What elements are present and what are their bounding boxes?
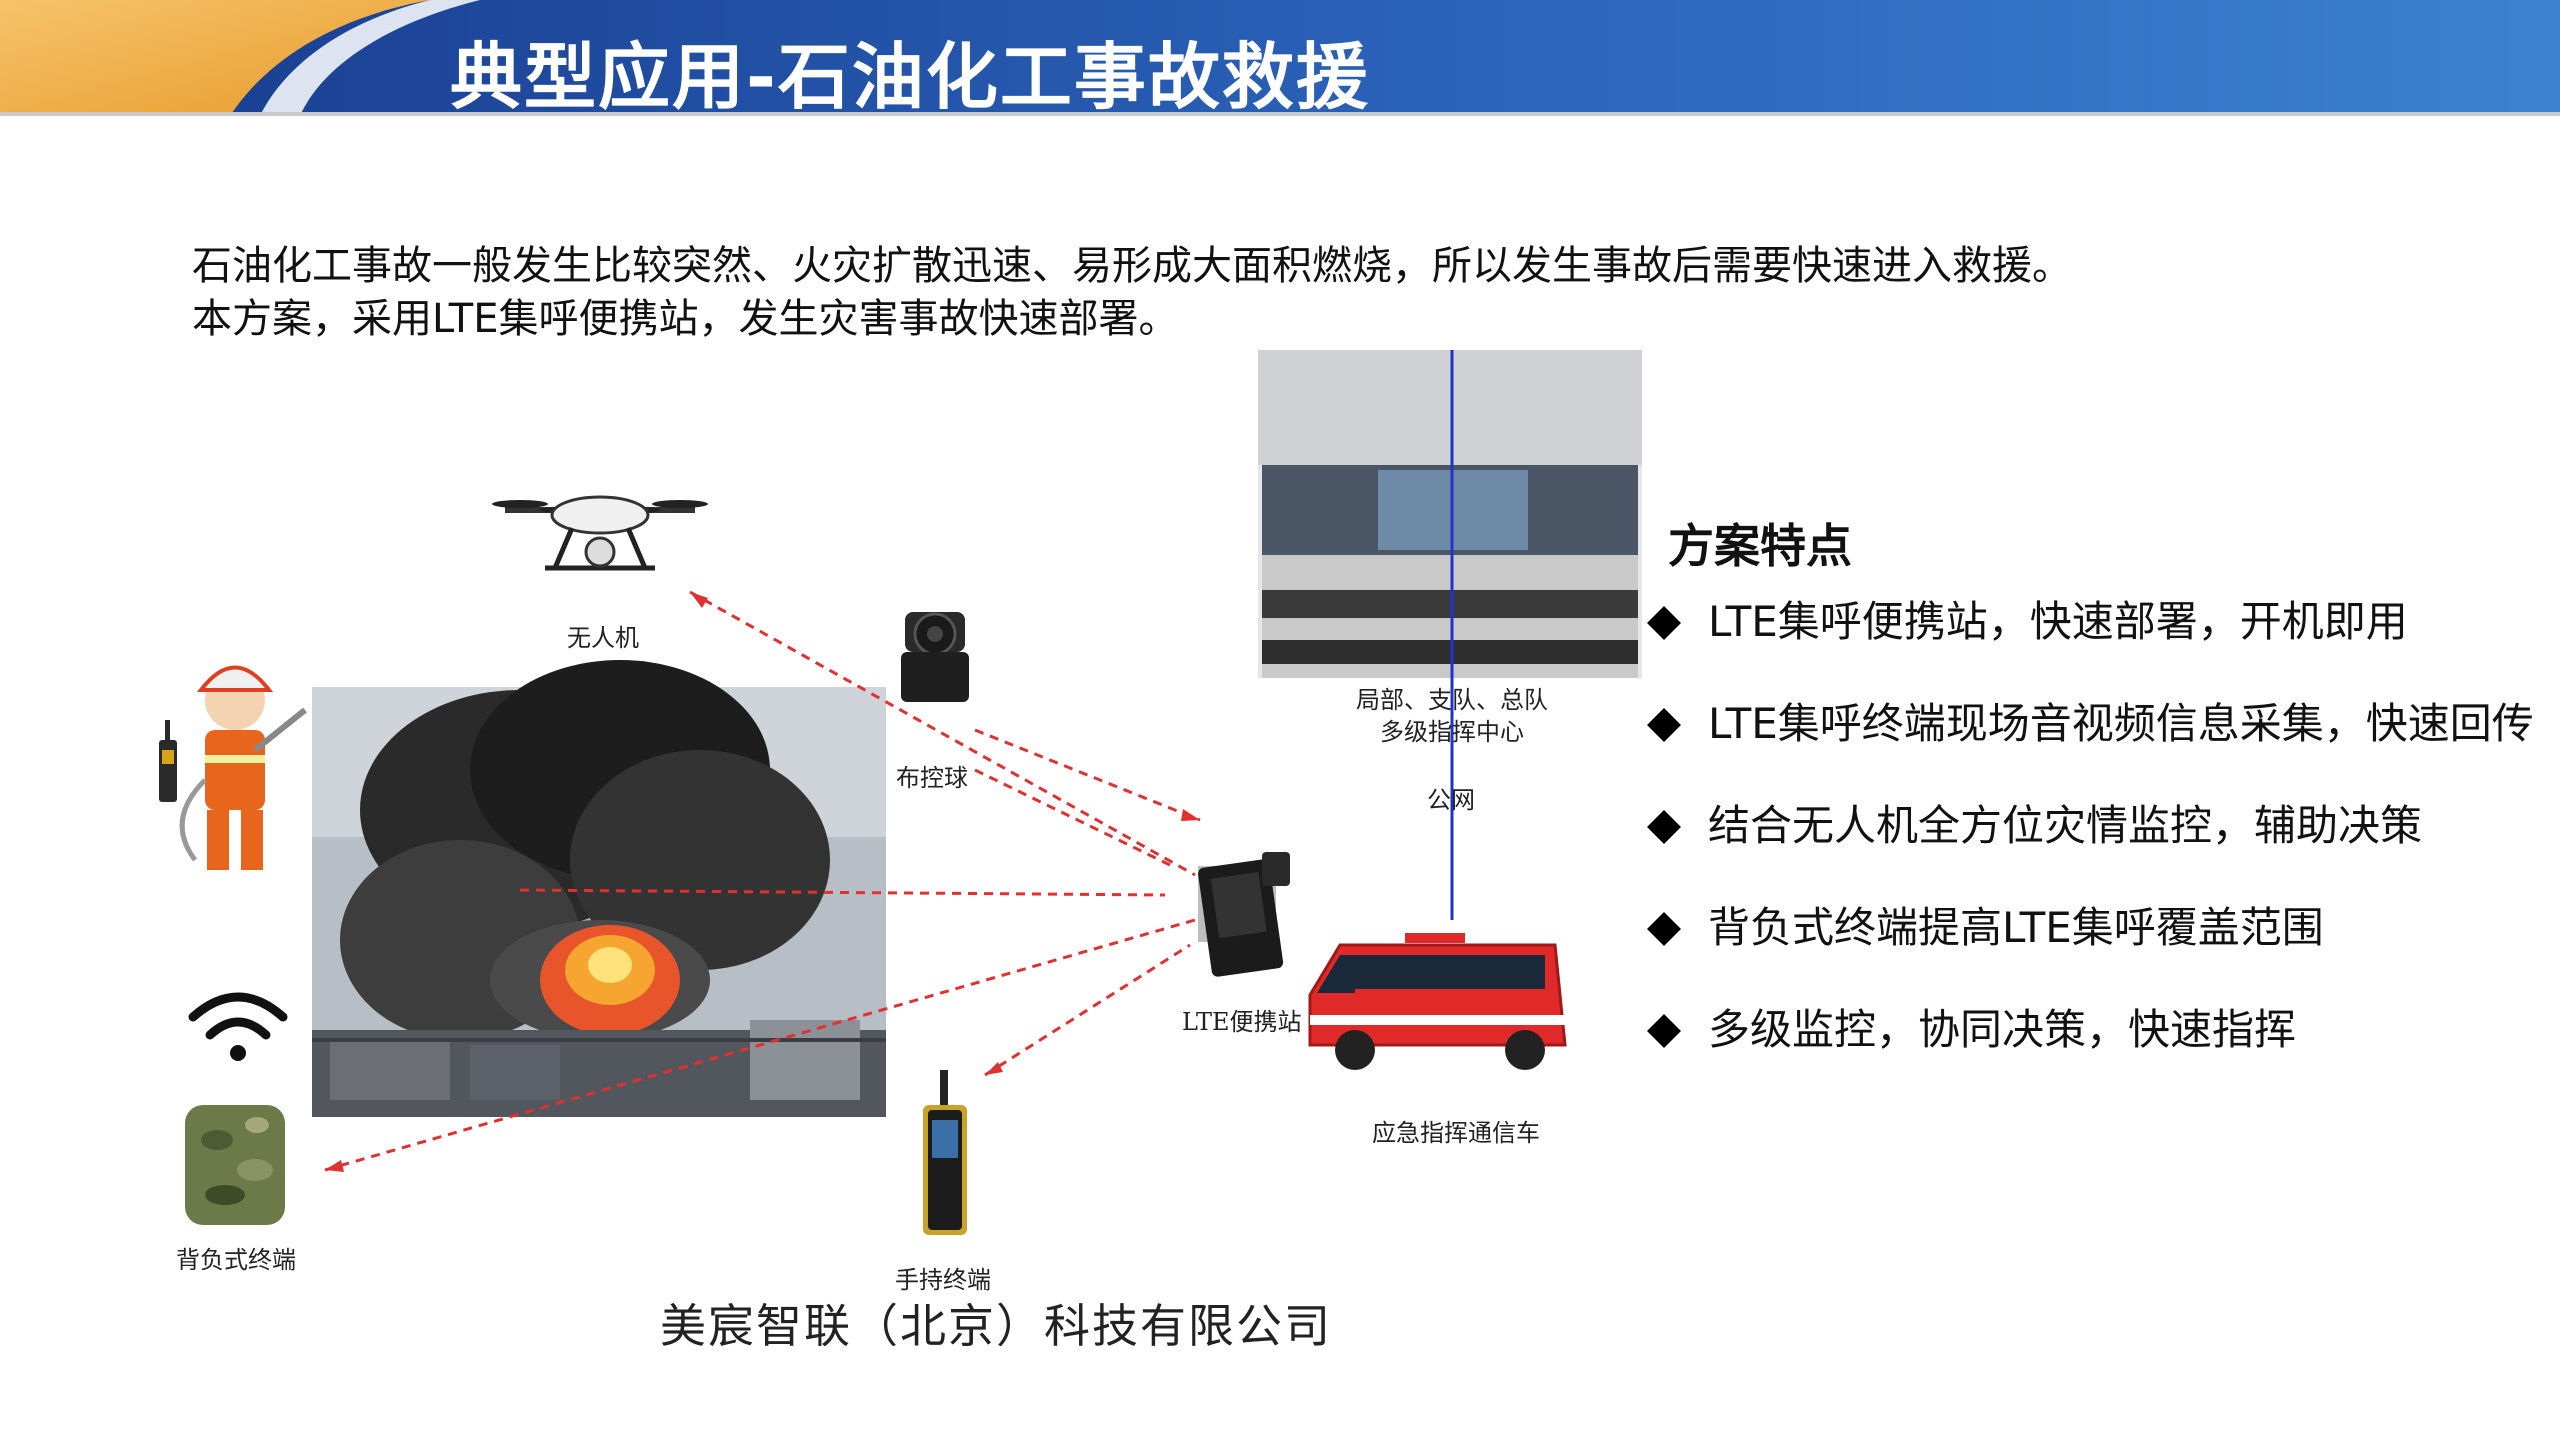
feature-item-4: 背负式终端提高LTE集呼覆盖范围	[1640, 902, 2540, 954]
command-center-label-2: 多级指挥中心	[1380, 718, 1524, 746]
link-camera-station-2	[974, 768, 1171, 867]
link-handheld-station	[984, 943, 1191, 1077]
backpack-label: 背负式终端	[176, 1246, 296, 1274]
intro-text: 石油化工事故一般发生比较突然、火灾扩散迅速、易形成大面积燃烧，所以发生事故后需要…	[192, 240, 2072, 346]
link-backpack-station	[324, 918, 1196, 1172]
feature-item-3: 结合无人机全方位灾情监控，辅助决策	[1640, 800, 2540, 852]
features-panel: 方案特点 LTE集呼便携站，快速部署，开机即用 LTE集呼终端现场音视频信息采集…	[1640, 510, 2540, 1056]
intro-line-1: 石油化工事故一般发生比较突然、火灾扩散迅速、易形成大面积燃烧，所以发生事故后需要…	[192, 243, 2072, 289]
header-banner: 典型应用-石油化工事故救援	[0, 0, 2560, 116]
features-heading: 方案特点	[1668, 519, 1852, 573]
link-lines	[324, 590, 1201, 1172]
link-arrowheads	[325, 592, 1200, 1172]
firefighter-icon	[179, 665, 307, 870]
station-label: LTE便携站	[1182, 1008, 1302, 1036]
handheld-terminal-icon	[923, 1070, 967, 1235]
link-drone-station	[689, 590, 1196, 877]
command-center-label-1: 局部、支队、总队	[1356, 686, 1548, 714]
network-diagram: 无人机 布控球 LTE便携站 局部、支队、总队 多级指挥中心 公网 应急指挥通信…	[0, 340, 1660, 1340]
link-firefighter-station	[519, 888, 1166, 897]
fire-scene-image	[312, 660, 886, 1117]
vehicle-label: 应急指挥通信车	[1372, 1119, 1540, 1147]
wifi-icon	[188, 992, 288, 1061]
feature-item-5: 多级监控，协同决策，快速指挥	[1640, 1004, 2540, 1056]
camera-label: 布控球	[896, 764, 968, 792]
diagram-canvas	[159, 350, 1642, 1235]
vehicle-icon	[1308, 933, 1567, 1070]
backpack-terminal-icon	[185, 1105, 285, 1225]
feature-item-1: LTE集呼便携站，快速部署，开机即用	[1640, 596, 2540, 648]
public-net-label: 公网	[1427, 786, 1475, 814]
drone-label: 无人机	[567, 624, 639, 652]
lte-station-icon	[1198, 852, 1290, 977]
command-center-image	[1258, 350, 1642, 678]
banner-graphic	[0, 0, 2560, 116]
feature-item-2: LTE集呼终端现场音视频信息采集，快速回传	[1640, 698, 2540, 750]
company-name: 美宸智联（北京）科技有限公司	[660, 1299, 1332, 1353]
page-title: 典型应用-石油化工事故救援	[450, 35, 1370, 116]
walkie-talkie-icon	[159, 720, 177, 802]
drone-icon	[492, 495, 708, 571]
intro-line-2: 本方案，采用LTE集呼便携站，发生灾害事故快速部署。	[192, 296, 1179, 342]
link-camera-station	[974, 728, 1201, 822]
handheld-label: 手持终端	[895, 1266, 991, 1294]
camera-icon	[901, 612, 969, 702]
